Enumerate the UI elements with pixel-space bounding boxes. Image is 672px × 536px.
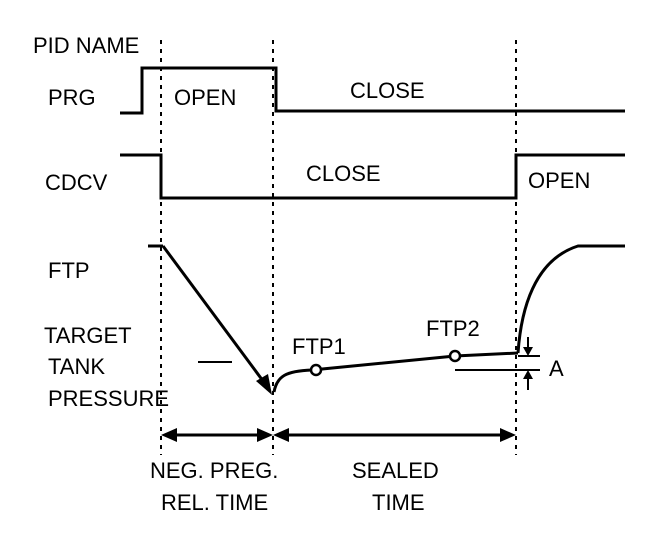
ftp-recovery-curve [272, 368, 313, 393]
neg-preg-label-line1: NEG. PREG. [150, 458, 278, 483]
ftp2-label: FTP2 [426, 316, 480, 341]
difference-arrow-top-head [523, 347, 533, 356]
prg-open-state: OPEN [174, 85, 236, 110]
difference-label: A [549, 356, 564, 381]
neg-preg-arrow-left [161, 428, 177, 442]
cdcv-waveform [120, 153, 625, 200]
target-label-line1: TARGET [44, 323, 132, 348]
neg-preg-arrow-right [257, 428, 273, 442]
prg-label: PRG [48, 85, 96, 110]
depressurization-arrowhead [256, 374, 272, 395]
cdcv-close-state: CLOSE [306, 161, 381, 186]
ftp1-label: FTP1 [292, 334, 346, 359]
target-label-line2: TANK [48, 354, 105, 379]
sealed-arrow-right [500, 428, 516, 442]
difference-arrow-bottom-head [523, 370, 533, 379]
ftp-label: FTP [48, 258, 90, 283]
ftp-depressurization-slope [161, 245, 268, 386]
prg-waveform [120, 66, 625, 115]
target-label-line3: PRESSURE [48, 386, 169, 411]
ftp-repressurization-curve [516, 244, 625, 354]
prg-close-state: CLOSE [350, 78, 425, 103]
neg-preg-label-line2: REL. TIME [161, 490, 268, 515]
sealed-arrow-left [273, 428, 289, 442]
sealed-label-line1: SEALED [352, 458, 439, 483]
cdcv-label: CDCV [45, 170, 108, 195]
ftp1-marker [309, 363, 323, 377]
pid-name-header: PID NAME [33, 33, 139, 58]
cdcv-open-state: OPEN [528, 168, 590, 193]
ftp2-marker [448, 349, 462, 363]
sealed-label-line2: TIME [372, 490, 425, 515]
